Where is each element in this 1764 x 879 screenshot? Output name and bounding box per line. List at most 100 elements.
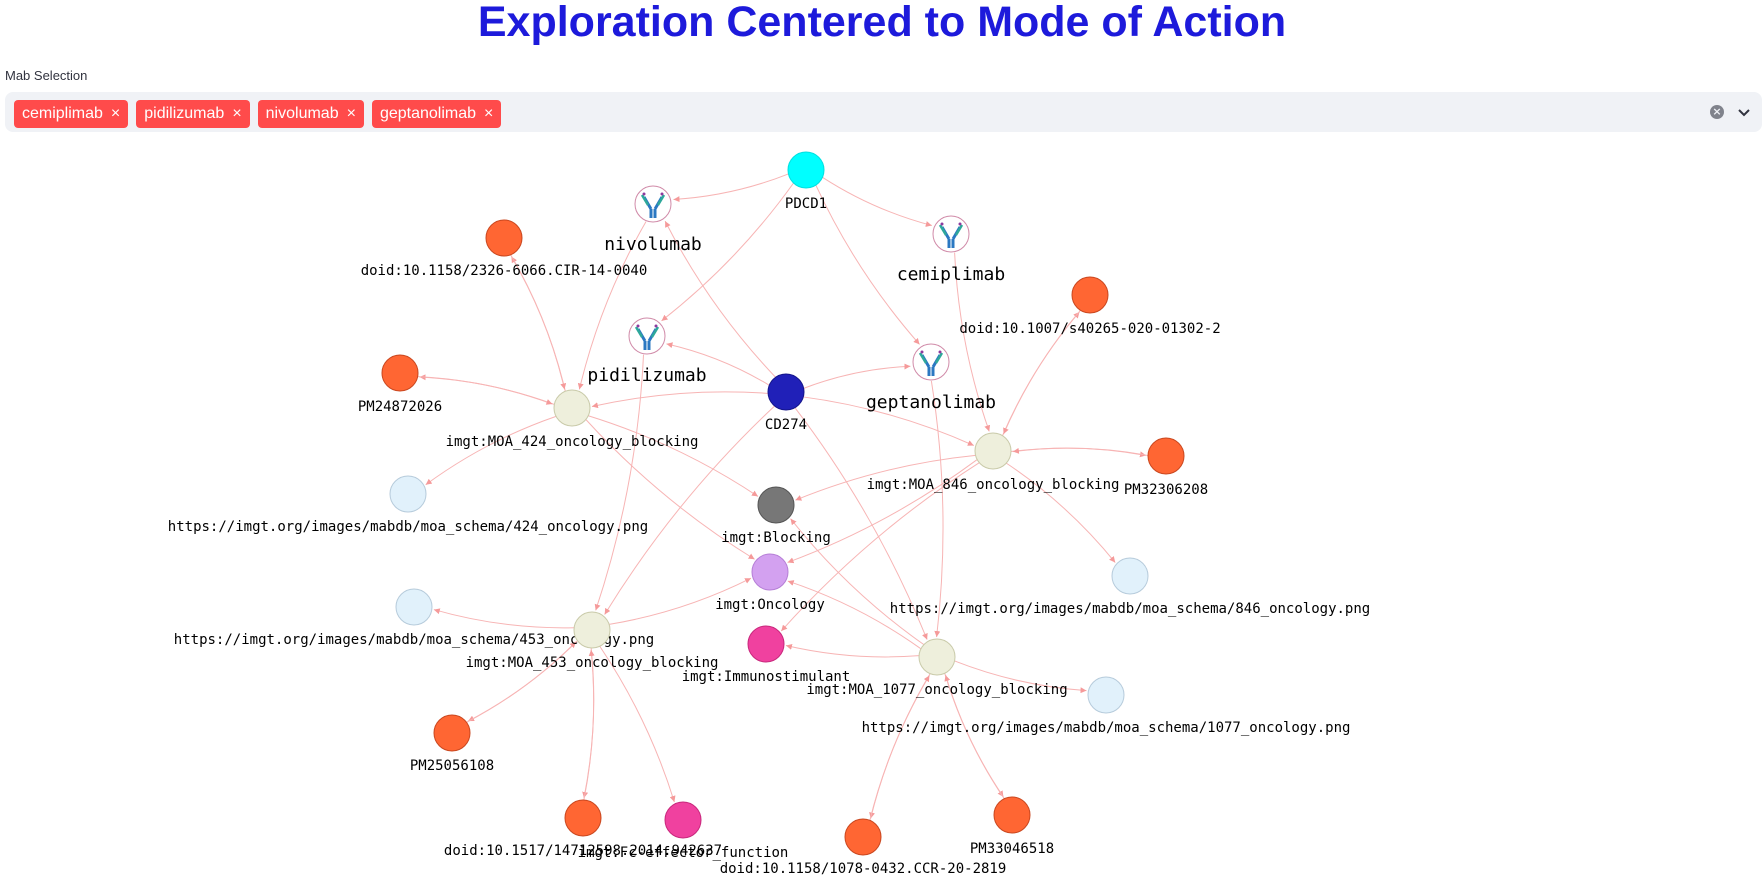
node-circle — [1147, 437, 1185, 475]
node-label: PM33046518 — [970, 841, 1054, 857]
node-circle — [974, 432, 1012, 470]
node-img846[interactable]: https://imgt.org/images/mabdb/moa_schema… — [890, 557, 1370, 617]
node-circle — [389, 475, 427, 513]
node-circle — [787, 151, 825, 189]
node-oncology[interactable]: imgt:Oncology — [715, 553, 825, 613]
node-pm25056108[interactable]: PM25056108 — [410, 714, 494, 774]
graph-edge — [803, 363, 911, 389]
graph-edge — [795, 454, 976, 501]
graph-edge — [869, 675, 930, 821]
graph-edge — [822, 176, 932, 227]
node-nivolumab[interactable]: nivolumab — [604, 185, 702, 255]
node-doi_1517[interactable]: doid:10.1517/14712598.2014.942637 — [444, 799, 722, 859]
chevron-down-icon[interactable] — [1736, 104, 1752, 120]
graph-edge — [954, 252, 991, 432]
node-circle — [918, 638, 956, 676]
node-moa424[interactable]: imgt:MOA_424_oncology_blocking — [446, 389, 699, 450]
node-label: imgt:Immunostimulant — [682, 669, 851, 685]
graph-edge — [591, 391, 769, 409]
graph-edge — [794, 407, 928, 640]
node-circle — [747, 625, 785, 663]
node-img424[interactable]: https://imgt.org/images/mabdb/moa_schema… — [168, 475, 648, 535]
node-pm32306208[interactable]: PM32306208 — [1124, 437, 1208, 498]
node-label: PM32306208 — [1124, 482, 1208, 498]
chip-geptanolimab[interactable]: geptanolimab × — [371, 100, 502, 128]
chip-label: pidilizumab — [144, 105, 225, 122]
graph-edge — [433, 608, 575, 629]
graph-edge — [425, 415, 557, 486]
graph-edge — [1012, 447, 1149, 456]
chip-cemiplimab[interactable]: cemiplimab × — [14, 100, 129, 128]
node-cemiplimab[interactable]: cemiplimab — [897, 215, 1005, 285]
node-img1077[interactable]: https://imgt.org/images/mabdb/moa_schema… — [862, 676, 1351, 736]
clear-all-icon[interactable]: × — [1710, 105, 1724, 119]
graph-edge — [785, 643, 920, 658]
antibody-node-circle — [912, 343, 950, 381]
node-label: pidilizumab — [587, 365, 706, 386]
node-circle — [844, 818, 882, 856]
node-label: https://imgt.org/images/mabdb/moa_schema… — [890, 601, 1370, 617]
graph-edge — [583, 649, 595, 801]
graph-edge — [1006, 462, 1116, 563]
antibody-node-circle — [634, 185, 672, 223]
graph-edge — [577, 221, 647, 390]
chip-nivolumab[interactable]: nivolumab × — [257, 100, 364, 128]
graph-edge — [790, 518, 925, 646]
node-label: CD274 — [765, 417, 807, 433]
node-doi_ccr[interactable]: doid:10.1158/1078-0432.CCR-20-2819 — [720, 818, 1007, 877]
node-circle — [993, 796, 1031, 834]
node-doi_cir[interactable]: doid:10.1158/2326-6066.CIR-14-0040 — [361, 219, 648, 279]
node-label: imgt:Blocking — [721, 530, 831, 546]
node-label: PM24872026 — [358, 399, 442, 415]
node-circle — [433, 714, 471, 752]
node-doi_s40265[interactable]: doid:10.1007/s40265-020-01302-2 — [959, 276, 1221, 337]
graph-edge — [661, 182, 794, 322]
node-pm24872026[interactable]: PM24872026 — [358, 354, 442, 415]
node-pidilizumab[interactable]: pidilizumab — [587, 317, 707, 386]
node-cd274[interactable]: CD274 — [765, 373, 807, 433]
node-blocking[interactable]: imgt:Blocking — [721, 486, 831, 546]
chip-pidilizumab[interactable]: pidilizumab × — [136, 100, 250, 128]
node-circle — [767, 373, 805, 411]
chip-label: cemiplimab — [22, 105, 103, 122]
node-pm33046518[interactable]: PM33046518 — [970, 796, 1054, 857]
node-moa453[interactable]: imgt:MOA_453_oncology_blocking — [466, 611, 719, 671]
remove-chip-icon[interactable]: × — [232, 105, 242, 122]
node-label: cemiplimab — [897, 264, 1005, 285]
graph-edge — [954, 660, 1087, 694]
node-fc[interactable]: imgt:Fc-effector_function — [578, 801, 789, 861]
graph-edge — [585, 419, 755, 560]
chip-label: nivolumab — [265, 105, 339, 122]
graph-edge — [1003, 309, 1081, 435]
graph-edge — [466, 641, 577, 723]
node-geptanolimab[interactable]: geptanolimab — [866, 343, 996, 413]
graph-edges — [417, 173, 1149, 821]
node-label: doid:10.1158/1078-0432.CCR-20-2819 — [720, 861, 1007, 877]
node-circle — [1087, 676, 1125, 714]
remove-chip-icon[interactable]: × — [346, 105, 356, 122]
mab-selection-label: Mab Selection — [5, 68, 88, 83]
graph-edge — [780, 462, 980, 632]
node-circle — [751, 553, 789, 591]
graph-edge — [594, 354, 645, 611]
node-label: doid:10.1158/2326-6066.CIR-14-0040 — [361, 263, 648, 279]
node-label: PM25056108 — [410, 758, 494, 774]
node-circle — [381, 354, 419, 392]
node-moa1077[interactable]: imgt:MOA_1077_oncology_blocking — [806, 638, 1068, 698]
page-title: Exploration Centered to Mode of Action — [477, 0, 1287, 46]
remove-chip-icon[interactable]: × — [110, 105, 121, 122]
remove-chip-icon[interactable]: × — [484, 105, 494, 122]
node-circle — [664, 801, 702, 839]
node-label: imgt:MOA_453_oncology_blocking — [466, 655, 719, 671]
node-immuno[interactable]: imgt:Immunostimulant — [682, 625, 851, 685]
node-circle — [573, 611, 611, 649]
node-img453[interactable]: https://imgt.org/images/mabdb/moa_schema… — [174, 588, 654, 648]
graph-edge — [664, 220, 776, 378]
node-pdcd1[interactable]: PDCD1 — [785, 151, 827, 212]
mab-multiselect[interactable]: cemiplimab × pidilizumab × nivolumab × g… — [5, 92, 1762, 132]
chip-label: geptanolimab — [379, 105, 477, 122]
graph-edge — [467, 640, 578, 722]
node-moa846[interactable]: imgt:MOA_846_oncology_blocking — [867, 432, 1120, 493]
